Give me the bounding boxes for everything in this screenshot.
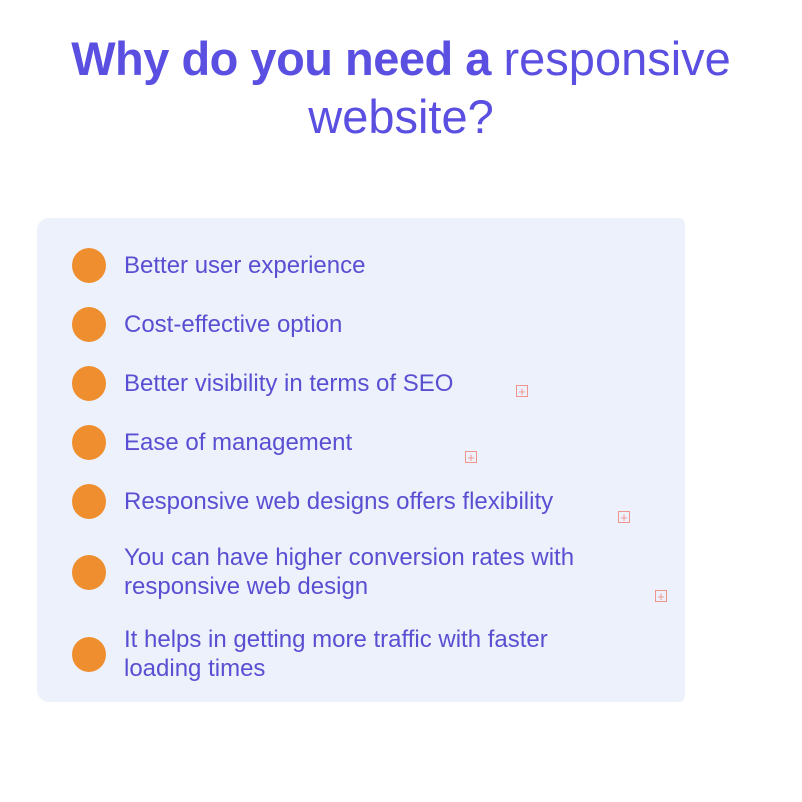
list-item-label: Ease of management bbox=[124, 429, 353, 456]
broken-image-icon: + bbox=[516, 384, 528, 399]
list-item: Better visibility in terms of SEO bbox=[72, 366, 641, 401]
list-item-label: You can have higher conversion rates wit… bbox=[124, 544, 575, 600]
list-item: Cost-effective option bbox=[72, 307, 641, 342]
title-regular-text: responsive website? bbox=[308, 32, 731, 143]
benefits-card: Better user experience Cost-effective op… bbox=[37, 218, 685, 702]
bullet-circle-icon bbox=[72, 307, 106, 342]
list-item: Better user experience bbox=[72, 248, 641, 283]
broken-image-icon: + bbox=[618, 510, 630, 525]
broken-image-plus-glyph: + bbox=[467, 450, 475, 465]
list-item-label: Better visibility in terms of SEO bbox=[124, 370, 454, 397]
broken-image-plus-glyph: + bbox=[620, 510, 628, 525]
title-bold-text: Why do you need a bbox=[71, 32, 504, 85]
bullet-circle-icon bbox=[72, 484, 106, 519]
bullet-circle-icon bbox=[72, 636, 106, 672]
bullet-circle-icon bbox=[72, 366, 106, 401]
bullet-circle-icon bbox=[72, 248, 106, 283]
page-title: Why do you need a responsive website? bbox=[0, 0, 802, 146]
bullet-circle-icon bbox=[72, 554, 106, 590]
broken-image-icon: + bbox=[655, 589, 667, 604]
broken-image-plus-glyph: + bbox=[518, 384, 526, 399]
broken-image-icon: + bbox=[465, 450, 477, 465]
list-item: Ease of management bbox=[72, 425, 641, 460]
list-item-label: It helps in getting more traffic with fa… bbox=[124, 626, 548, 682]
list-item-label: Cost-effective option bbox=[124, 311, 343, 338]
broken-image-plus-glyph: + bbox=[657, 589, 665, 604]
list-item-label: Better user experience bbox=[124, 252, 366, 279]
list-item-label: Responsive web designs offers flexibilit… bbox=[124, 488, 554, 515]
benefits-list: Better user experience Cost-effective op… bbox=[37, 218, 685, 707]
list-item: It helps in getting more traffic with fa… bbox=[72, 625, 641, 683]
bullet-circle-icon bbox=[72, 425, 106, 460]
list-item: You can have higher conversion rates wit… bbox=[72, 543, 641, 601]
list-item: Responsive web designs offers flexibilit… bbox=[72, 484, 641, 519]
